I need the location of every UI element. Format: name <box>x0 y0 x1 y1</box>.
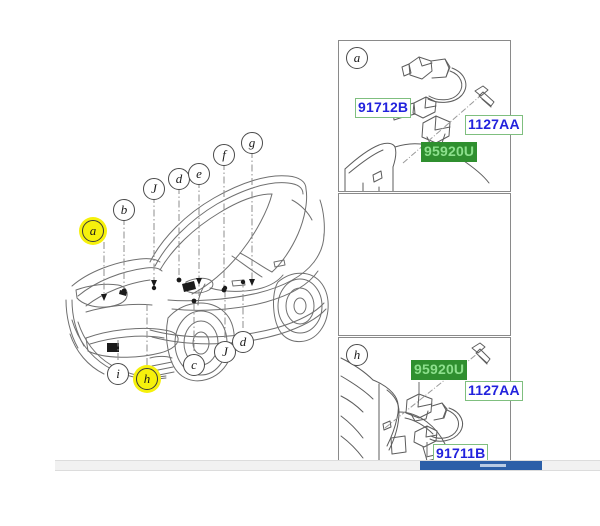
part-tag-95920u-lower-text: 95920U <box>414 361 465 377</box>
leader-tips <box>101 277 255 304</box>
callout-a[interactable]: a <box>82 220 104 242</box>
detail-panel-blank[interactable] <box>338 193 511 336</box>
callout-g[interactable]: g <box>241 132 263 154</box>
harness-markers <box>107 281 196 352</box>
callout-b[interactable]: b <box>113 199 135 221</box>
part-tag-95920u-upper[interactable]: 95920U <box>421 142 478 162</box>
callout-j-upper[interactable]: J <box>143 178 165 200</box>
detail-panel-a-letter: a <box>346 47 368 69</box>
scrollbar-thumb-grip <box>480 464 506 467</box>
scrollbar-thumb[interactable] <box>420 461 542 470</box>
part-tag-91712b[interactable]: 91712B <box>355 98 412 118</box>
part-tag-95920u-lower[interactable]: 95920U <box>411 360 468 380</box>
callout-c[interactable]: c <box>183 354 205 376</box>
detail-panel-h-letter: h <box>346 344 368 366</box>
part-tag-91711b[interactable]: 91711B <box>433 444 489 464</box>
callout-d-lower[interactable]: d <box>232 331 254 353</box>
callout-d-upper[interactable]: d <box>168 168 190 190</box>
detail-panel-h[interactable]: h <box>338 337 523 464</box>
horizontal-scrollbar[interactable] <box>55 460 600 471</box>
callout-i[interactable]: i <box>107 363 129 385</box>
callout-e[interactable]: e <box>188 163 210 185</box>
part-tag-95920u-upper-text: 95920U <box>424 143 475 159</box>
callout-f[interactable]: f <box>213 144 235 166</box>
detail-panel-a[interactable]: a <box>338 40 523 192</box>
detail-panel-h-artwork <box>340 342 491 462</box>
part-tag-1127aa-upper[interactable]: 1127AA <box>465 115 523 135</box>
part-tag-1127aa-lower[interactable]: 1127AA <box>465 381 523 401</box>
callout-h[interactable]: h <box>136 368 158 390</box>
